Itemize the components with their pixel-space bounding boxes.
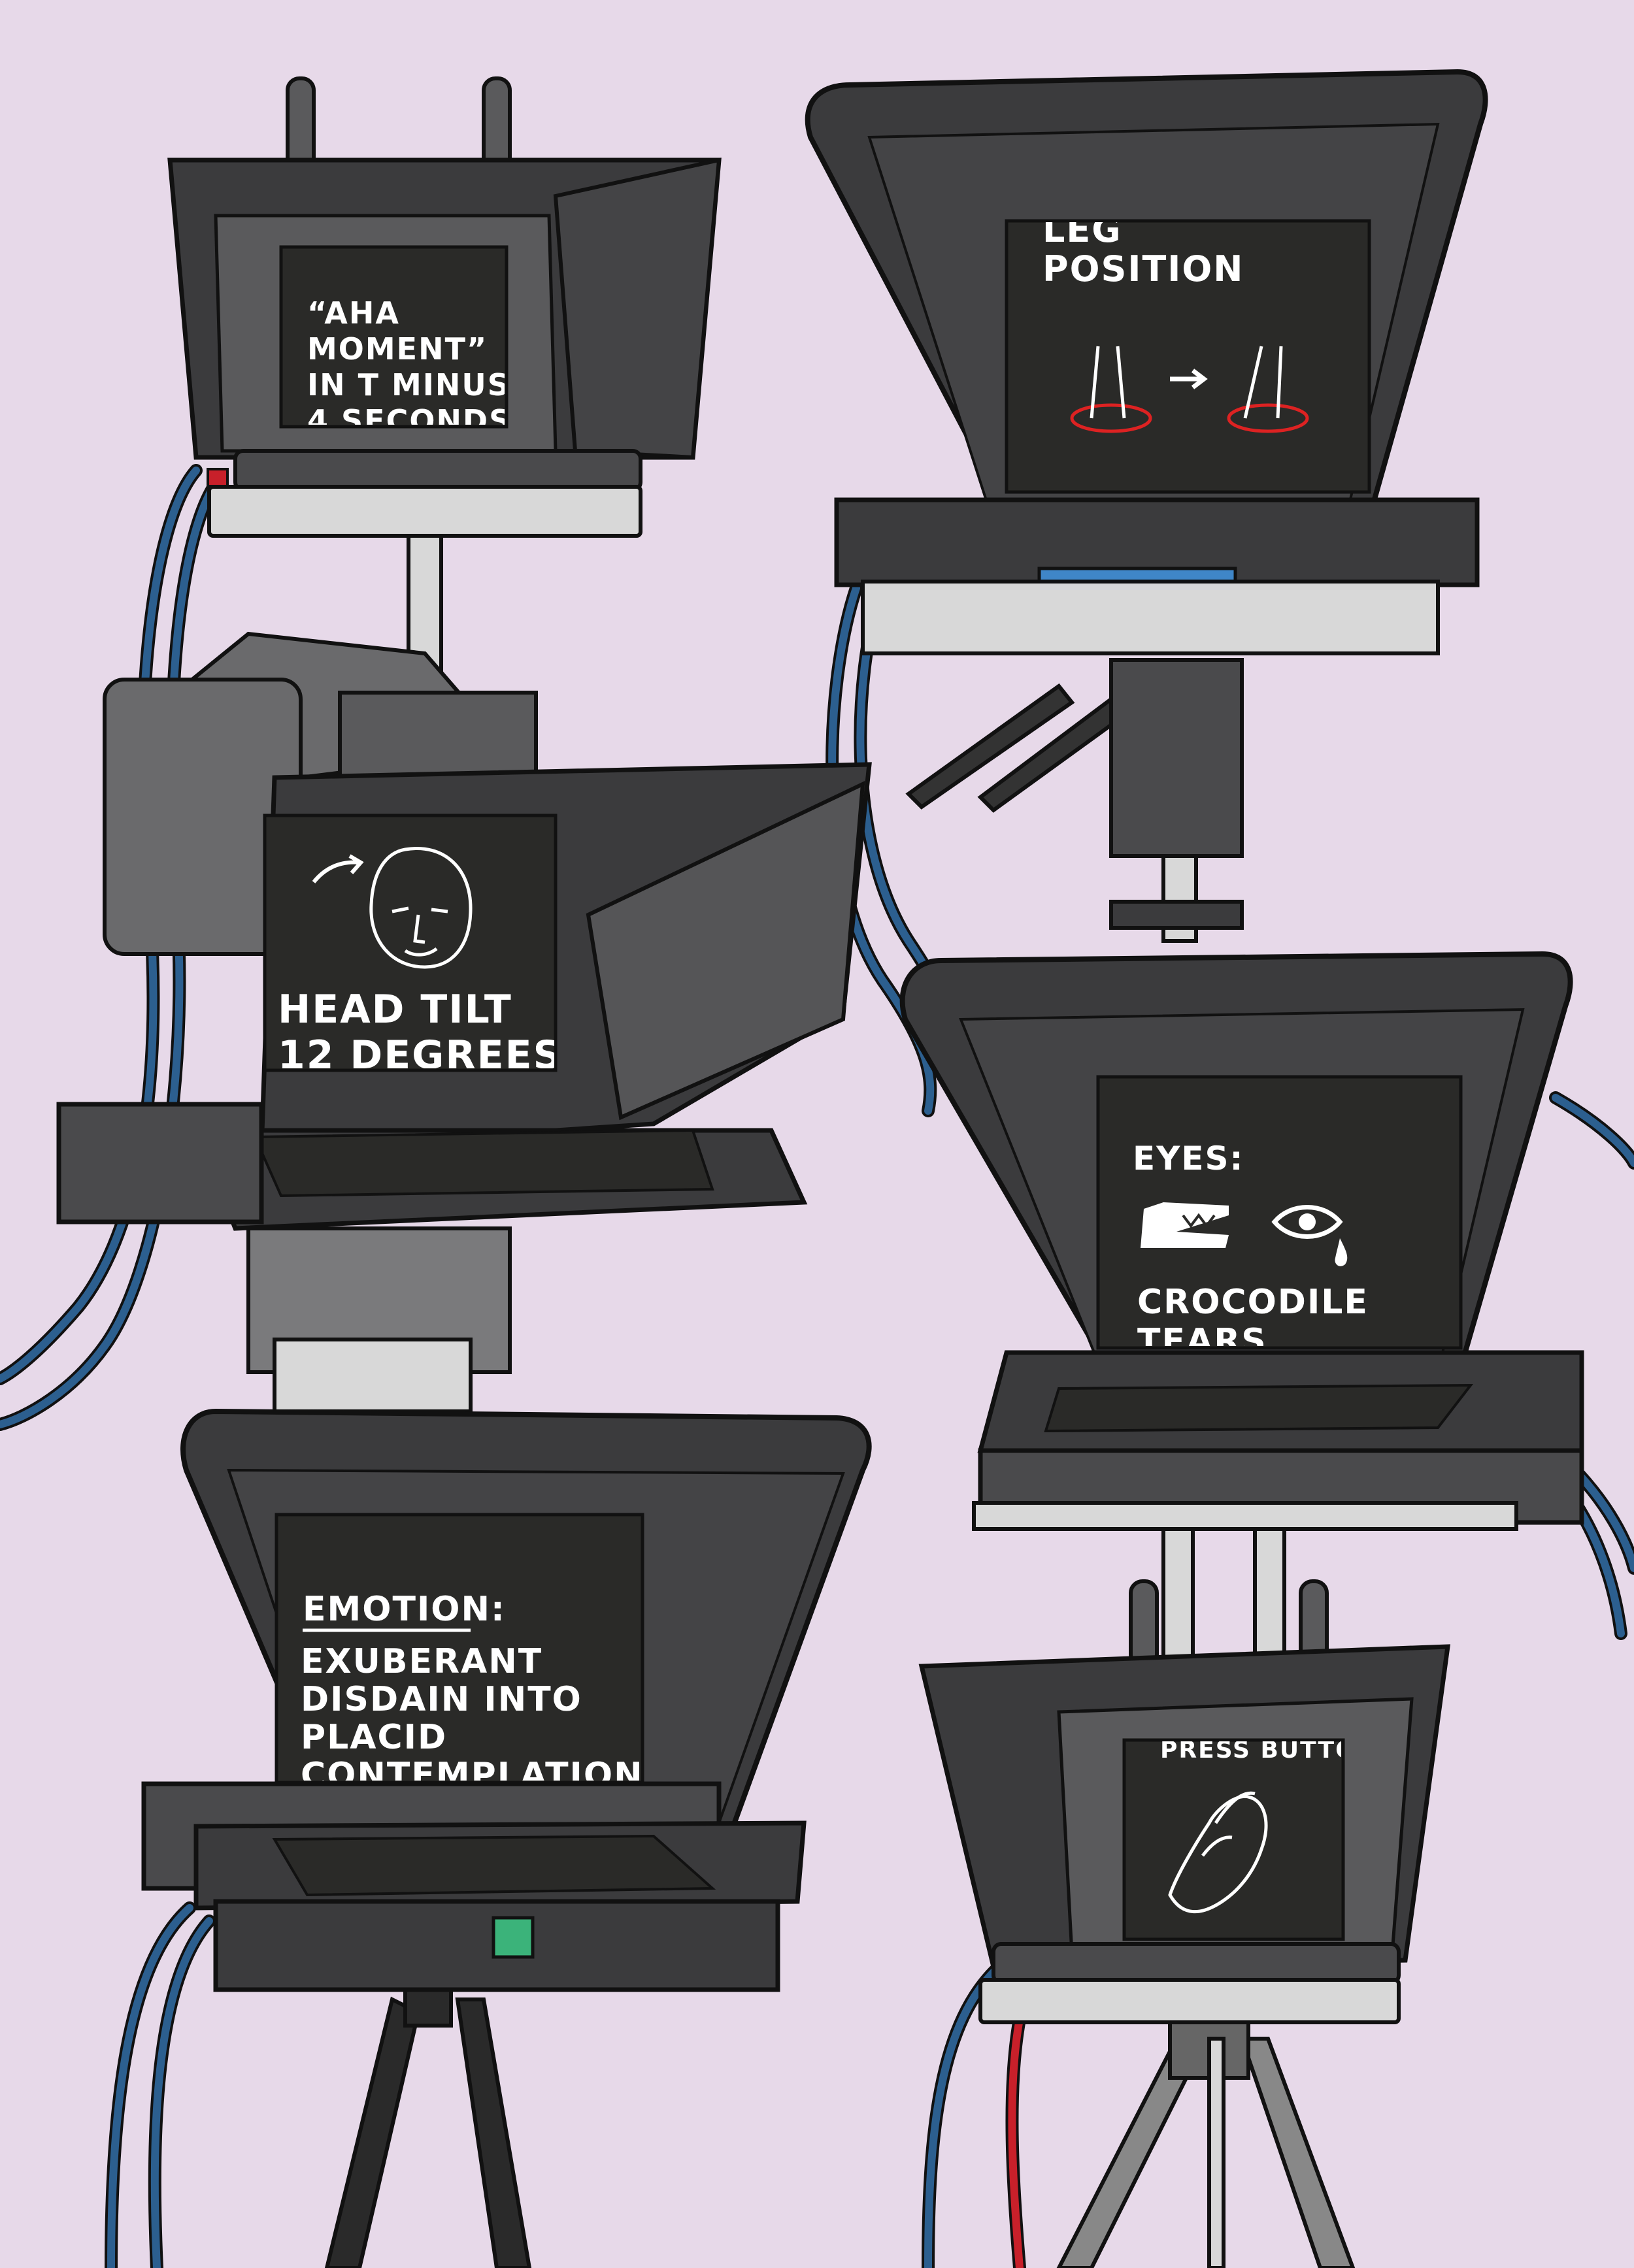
screen-bottom-left (275, 1513, 644, 1784)
pressing-hand-icon (1168, 1791, 1268, 1914)
bottom-left-line-4: CONTEMPLATION (301, 1756, 644, 1795)
middle-right-line-1: CROCODILE (1137, 1283, 1369, 1322)
tripod-head-top-right (905, 658, 1244, 930)
screen-top-left (279, 245, 509, 429)
screen-middle-left (263, 814, 558, 1072)
bottom-left-line-2: DISDAIN INTO (301, 1680, 582, 1719)
bottom-right-line-1: PRESS BUTTON (1160, 1737, 1378, 1764)
tilted-face-icon (312, 847, 473, 969)
prompter-middle-left: HEAD TILT 12 DEGREES (56, 631, 872, 1413)
prompter-top-left: “AHA MOMENT” IN T MINUS 4 SECONDS (167, 76, 722, 538)
middle-left-line-1: HEAD TILT (278, 987, 512, 1032)
bottom-left-line-3: PLACID (301, 1718, 447, 1757)
top-left-line-1: “AHA (307, 295, 400, 331)
prompter-bottom-right: PRESS BUTTON (918, 1579, 1451, 2024)
top-left-line-4: 4 SECONDS (307, 403, 512, 438)
middle-right-line-2: TEARS (1137, 1322, 1267, 1361)
legs-arrow-icon (1070, 346, 1309, 433)
top-left-line-3: IN T MINUS (307, 367, 510, 403)
top-right-line-2: POSITION (1042, 248, 1244, 289)
prompter-top-right: LEG POSITION (805, 69, 1488, 930)
prompter-bottom-left: EMOTION: EXUBERANT DISDAIN INTO PLACID C… (141, 1408, 872, 1992)
top-right-line-1: LEG (1042, 209, 1122, 250)
bottom-left-heading: EMOTION: (303, 1590, 506, 1629)
screen-bottom-right (1122, 1738, 1345, 1941)
top-left-line-2: MOMENT” (307, 331, 488, 367)
middle-left-line-2: 12 DEGREES (278, 1032, 563, 1078)
screen-top-right (1005, 219, 1371, 494)
camera-body (103, 631, 538, 956)
prompter-middle-right: EYES: CROCODILE TEARS (899, 951, 1584, 1531)
crocodile-eye-tear-icon (1141, 1202, 1348, 1266)
bottom-left-line-1: EXUBERANT (301, 1642, 542, 1681)
middle-right-heading: EYES: (1133, 1140, 1244, 1177)
